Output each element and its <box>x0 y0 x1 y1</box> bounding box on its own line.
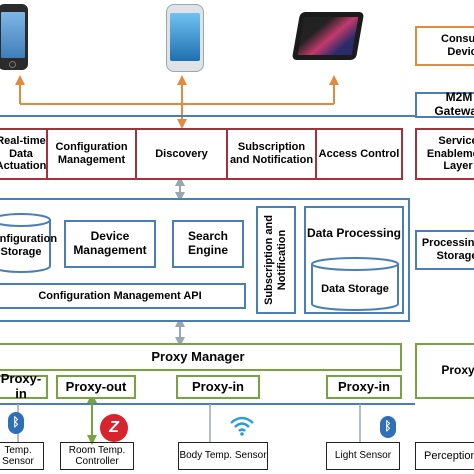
sensor-box-3: Body Temp. Sensor <box>178 442 268 470</box>
sensor-label-2: Room Temp. Controller <box>68 444 126 468</box>
consumer-devices-text: Consumer Devices <box>441 33 474 58</box>
proxy-side-text: Proxy <box>441 363 474 378</box>
storage-cylinder-shape <box>311 257 399 311</box>
proxy-label-3: Proxy-in <box>191 378 244 394</box>
processing-storage-text: Processing & Storage <box>421 237 474 262</box>
service-subscription-text: Subscription and Notification <box>229 141 314 166</box>
configuration-api-text: Configuration Management API <box>38 289 202 302</box>
service-discovery: Discovery <box>135 128 228 180</box>
proxy-manager-text: Proxy Manager <box>151 348 245 364</box>
processing-storage-label: Processing & Storage <box>415 230 474 270</box>
service-enablement-label: Service Enablement Layer <box>415 128 474 180</box>
config-storage-text: Configuration Storage <box>0 233 58 258</box>
service-access-text: Access Control <box>318 147 400 160</box>
galaxy-phone-image <box>166 4 204 72</box>
device-management-text: Device Management <box>73 229 147 257</box>
wifi-icon <box>228 414 256 436</box>
proxy-label-1: Proxy-in <box>0 371 42 401</box>
configuration-storage-cylinder: Configuration Storage <box>0 212 57 274</box>
proxy-manager-box: Proxy Manager <box>0 343 402 371</box>
consumer-connector <box>15 75 339 129</box>
bluetooth-icon: ᛒ <box>8 412 24 434</box>
proxy-box-3: Proxy-in <box>176 375 260 399</box>
service-access-control: Access Control <box>315 128 403 180</box>
proxy-side-label: Proxy <box>415 343 474 399</box>
data-storage-text: Data Storage <box>321 282 389 295</box>
zigbee-icon: Z <box>100 414 128 442</box>
proxy-box-1: Proxy-in <box>0 371 48 401</box>
bluetooth-icon: ᛒ <box>380 416 396 438</box>
proxy-label-2: Proxy-out <box>65 378 127 394</box>
m2m-gateway-text: M2M Gateway <box>434 90 474 118</box>
iphone-image <box>0 4 28 70</box>
perception-text: Perception <box>424 449 474 462</box>
service-enablement-text: Service Enablement Layer <box>426 135 474 173</box>
data-storage-cylinder: Data Storage <box>310 256 400 312</box>
search-engine-box: Search Engine <box>172 220 244 268</box>
sensor-label-1: Temp. Sensor <box>2 444 34 468</box>
service-config-text: Configuration Management <box>55 141 128 166</box>
service-real-time-data: Real-time Data Actuation <box>0 128 48 180</box>
sensor-links <box>17 404 361 442</box>
search-engine-text: Search Engine <box>187 229 229 257</box>
perception-label: Perception <box>415 442 474 470</box>
sensor-box-4: Light Sensor <box>326 442 400 470</box>
m2m-gateway-label: M2M Gateway <box>415 90 474 118</box>
sensor-box-1: Temp. Sensor <box>0 442 44 470</box>
service-configuration-management: Configuration Management <box>46 128 137 180</box>
cylinder-shape <box>0 213 51 273</box>
sensor-label-4: Light Sensor <box>334 450 392 462</box>
service-subscription-notification: Subscription and Notification <box>226 128 317 180</box>
sensor-label-3: Body Temp. Sensor <box>179 450 267 462</box>
data-processing-text: Data Processing <box>306 226 402 241</box>
proxy-box-2: Proxy-out <box>56 375 136 399</box>
tablet-image <box>291 12 365 60</box>
sensor-box-2: Room Temp. Controller <box>60 442 134 470</box>
configuration-api-box: Configuration Management API <box>0 283 246 309</box>
service-discovery-text: Discovery <box>155 147 208 160</box>
device-management-box: Device Management <box>64 220 156 268</box>
proxy-box-4: Proxy-in <box>326 375 402 399</box>
service-real-time-text: Real-time Data Actuation <box>0 135 47 173</box>
subscription-notification-box: Subscription and Notification <box>256 206 296 314</box>
proxy-label-4: Proxy-in <box>337 378 390 394</box>
consumer-devices-label: Consumer Devices <box>415 26 474 66</box>
subscription-notification-text: Subscription and Notification <box>263 215 288 305</box>
